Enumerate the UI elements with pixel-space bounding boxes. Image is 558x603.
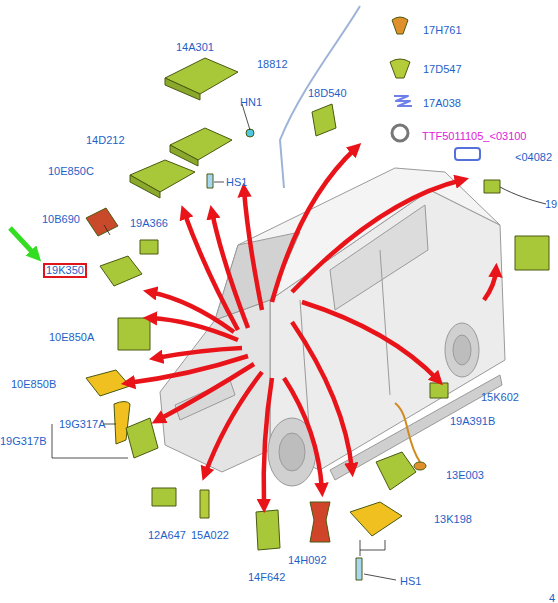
part-number: 19K350 [46,265,84,276]
part-number: 13K198 [434,513,472,525]
pointer-arrow [10,228,36,256]
part-number: HS1 [226,176,247,188]
part-number: TTF5011105_<03100 [422,130,526,142]
part-number: HS1 [400,575,421,587]
part-number: 18D540 [308,87,347,99]
part-number: 14F642 [248,571,285,583]
part-number: 14D212 [86,134,125,146]
part-number: HN1 [240,96,262,108]
part-number: 18812 [257,58,288,70]
part-number: 15A022 [191,529,229,541]
part-number: 13E003 [446,469,484,481]
part-number: 19G317B [0,435,46,447]
part-number: 10E850C [48,165,94,177]
part-number: 17H761 [423,24,462,36]
van-body [160,168,505,486]
component-parts [86,17,549,580]
part-number: 4 [549,592,555,603]
part-number: <04082 [515,151,552,163]
leader-lines [52,104,396,580]
part-number: 12A647 [148,529,186,541]
part-number: 15K602 [481,391,519,403]
part-number: 10E850B [11,378,56,390]
part-number: 17A038 [423,97,461,109]
location-arrows [128,148,496,506]
part-number: 19A366 [130,217,168,229]
part-number: 19A391B [450,415,495,427]
part-number: 10E850A [49,331,94,343]
part-number: 10B690 [42,213,80,225]
part-number: 14H092 [288,554,327,566]
part-number: 19 [545,198,557,210]
part-number: 17D547 [423,63,462,75]
highlight-box: 19K350 [43,263,87,278]
part-number: 14A301 [176,41,214,53]
antenna-cable [280,6,360,188]
part-number: 19G317A [59,418,105,430]
